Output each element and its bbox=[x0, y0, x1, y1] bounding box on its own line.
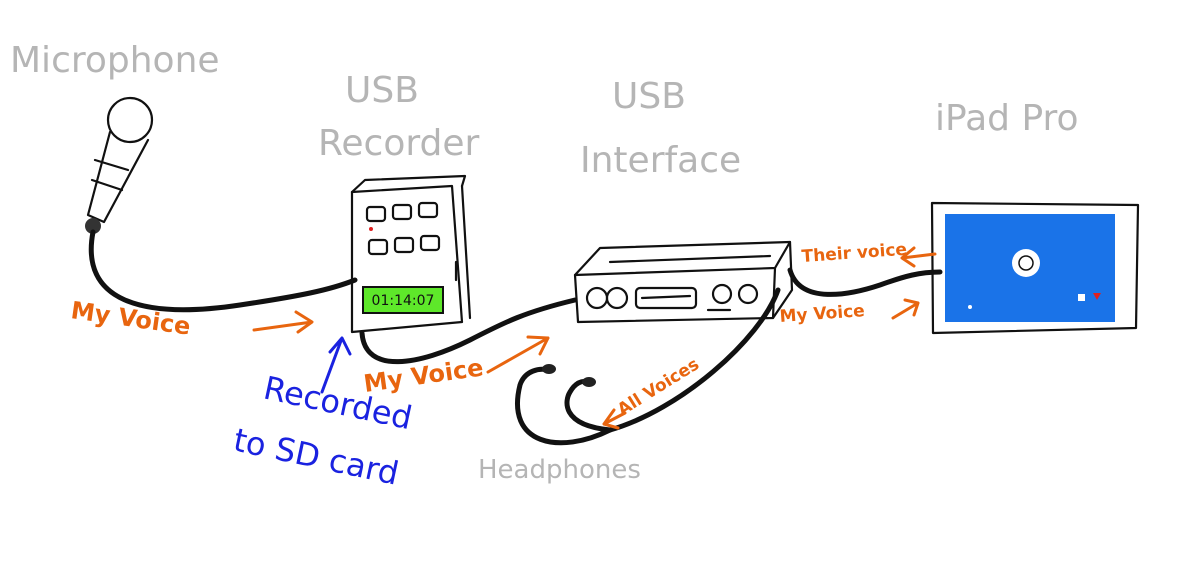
recorded-arrow bbox=[320, 336, 352, 394]
all-voices-arrow bbox=[602, 408, 627, 430]
microphone-icon bbox=[85, 96, 154, 234]
recorder-display bbox=[362, 286, 444, 314]
usb-interface-icon bbox=[573, 240, 794, 324]
headphones-label: Headphones bbox=[478, 455, 641, 485]
recorder-time: 01:14:07 bbox=[372, 293, 435, 309]
ipad-icon bbox=[930, 201, 1140, 335]
their-voice-label: Their voice bbox=[801, 240, 908, 267]
ipad-cable bbox=[787, 267, 943, 297]
my-voice-mic-arrow bbox=[252, 310, 314, 334]
mic-cable bbox=[88, 229, 358, 313]
recorded-label-line2: to SD card bbox=[230, 421, 402, 493]
their-voice-arrow bbox=[900, 246, 937, 268]
usb-recorder-icon: 01:14:07 bbox=[350, 174, 472, 334]
usb-recorder-label-line1: USB bbox=[345, 70, 419, 111]
my-voice-recorder-arrow bbox=[486, 335, 550, 374]
ipad-label: iPad Pro bbox=[935, 98, 1079, 139]
recorder-cable bbox=[359, 297, 578, 365]
headphones-icon bbox=[515, 287, 781, 446]
usb-recorder-label-line2: Recorder bbox=[318, 123, 480, 164]
microphone-label: Microphone bbox=[10, 40, 220, 81]
usb-interface-label-line1: USB bbox=[612, 76, 686, 117]
my-voice-ipad-arrow bbox=[891, 298, 920, 320]
my-voice-ipad-label: My Voice bbox=[779, 301, 865, 327]
usb-interface-label-line2: Interface bbox=[580, 140, 741, 181]
